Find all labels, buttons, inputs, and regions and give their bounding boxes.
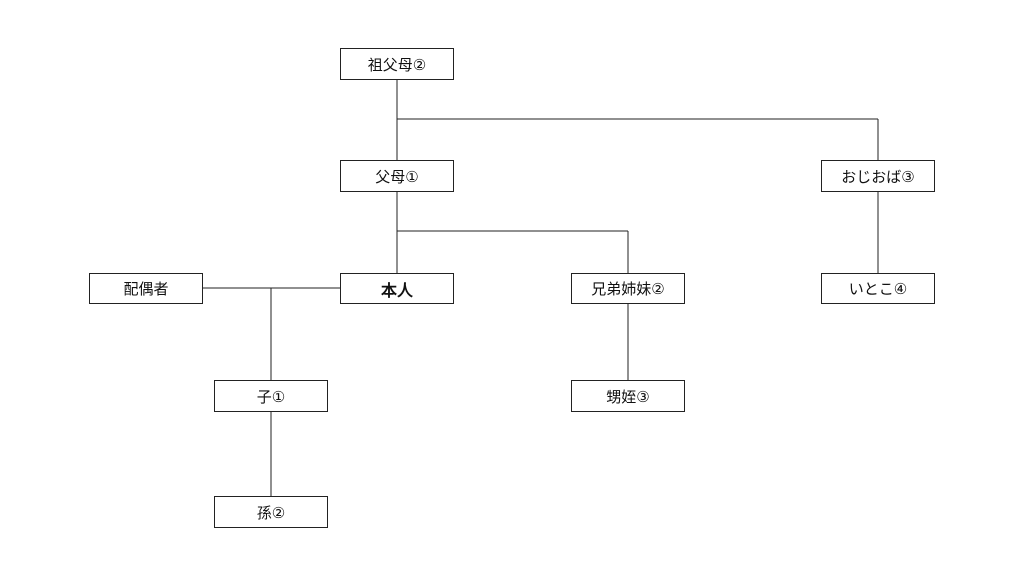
- node-nephews-nieces: 甥姪③: [571, 380, 685, 412]
- node-grandchildren: 孫②: [214, 496, 328, 528]
- node-children: 子①: [214, 380, 328, 412]
- node-grandparents: 祖父母②: [340, 48, 454, 80]
- node-cousins: いとこ④: [821, 273, 935, 304]
- node-self: 本人: [340, 273, 454, 304]
- node-parents: 父母①: [340, 160, 454, 192]
- node-siblings: 兄弟姉妹②: [571, 273, 685, 304]
- node-spouse: 配偶者: [89, 273, 203, 304]
- node-uncles-aunts: おじおば③: [821, 160, 935, 192]
